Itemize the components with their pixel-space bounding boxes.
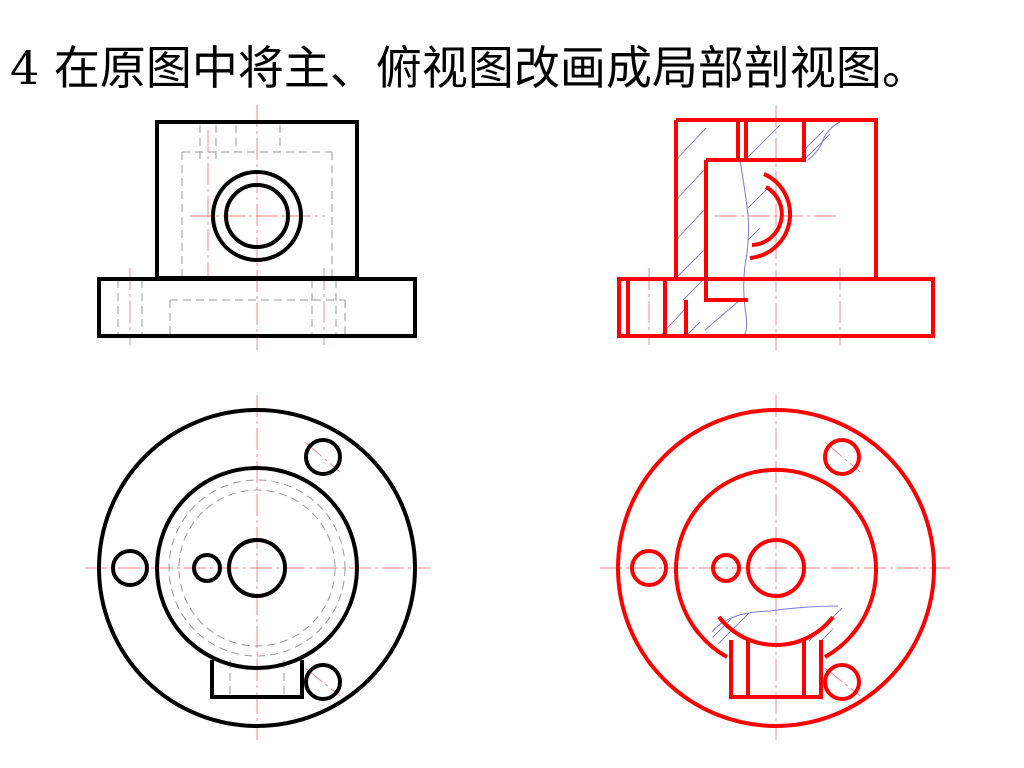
answer-front-view-local-section	[617, 105, 935, 350]
answer-front-base-outline	[617, 277, 935, 338]
top-view-body-circle	[155, 466, 359, 670]
answer-top-mounting-hole-left	[630, 549, 668, 587]
answer-top-inner-section-arc	[717, 615, 835, 647]
front-view-hidden-lines	[117, 125, 346, 336]
answer-front-upper-body-outline	[676, 118, 878, 279]
top-view-mounting-hole-se	[304, 663, 342, 701]
front-view-base	[97, 277, 417, 338]
answer-top-base-outer-circle	[616, 408, 936, 728]
answer-top-front-lug	[729, 640, 823, 699]
answer-top-mounting-hole-se	[823, 663, 861, 701]
top-view-small-hole	[192, 553, 222, 583]
answer-front-break-line	[739, 121, 841, 337]
top-view-front-lug	[210, 660, 304, 699]
front-view-boss-inner-circle	[224, 183, 290, 249]
answer-front-section-hatching	[659, 124, 831, 337]
top-view-mounting-hole-left	[111, 549, 149, 587]
answer-top-view-local-section	[600, 395, 950, 740]
original-top-view	[85, 395, 430, 740]
answer-front-boss-inner-arc	[751, 185, 784, 247]
top-view-central-hole	[227, 538, 287, 598]
page-title: 4 在原图中将主、俯视图改画成局部剖视图。	[10, 41, 928, 95]
answer-top-mounting-hole-ne	[823, 438, 861, 476]
answer-top-central-hole	[746, 538, 806, 598]
top-view-mounting-hole-ne	[304, 438, 342, 476]
original-front-view	[97, 105, 417, 350]
answer-top-small-hole	[711, 553, 741, 583]
top-view-base-outer-circle	[97, 408, 417, 728]
answer-top-body-arc	[674, 467, 878, 659]
front-view-boss-outer-circle	[211, 170, 303, 262]
answer-front-boss-outer-arc	[749, 172, 793, 260]
